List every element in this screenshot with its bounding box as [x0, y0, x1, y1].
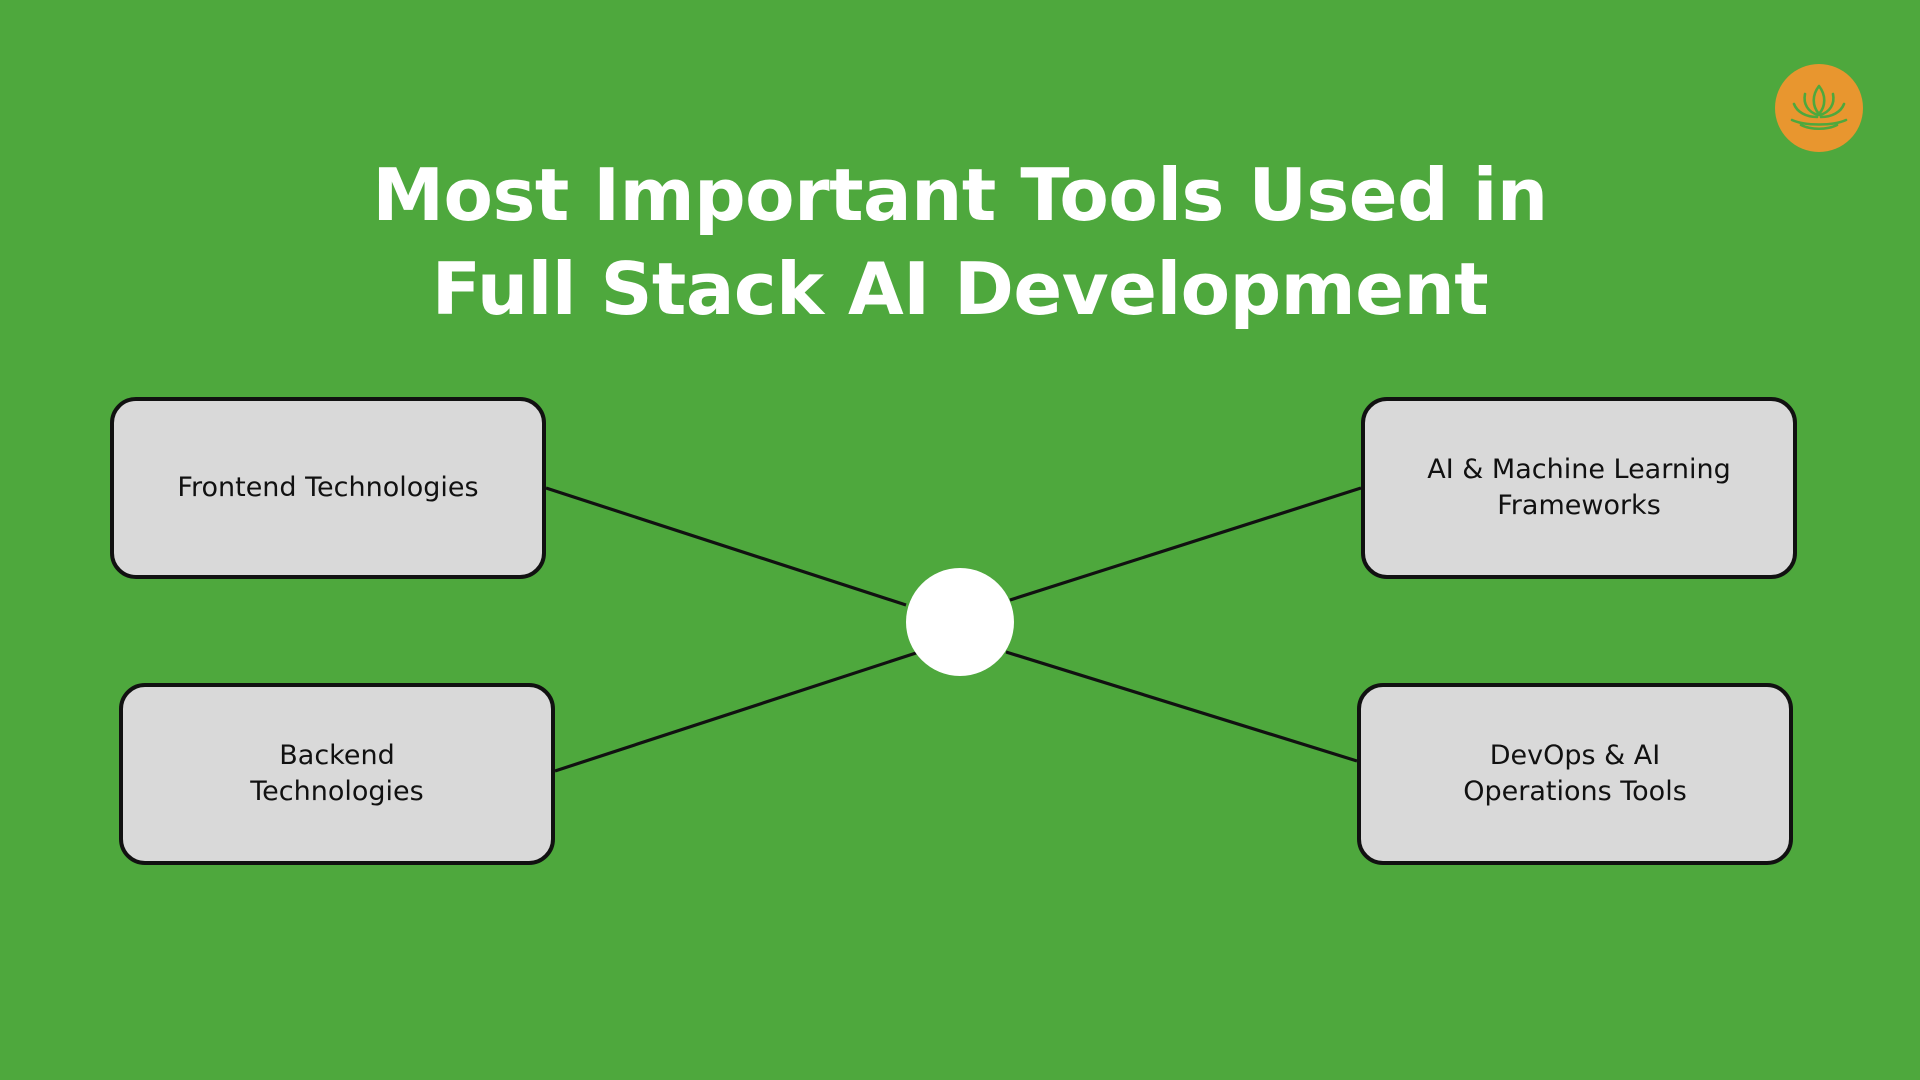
connector-frontend — [545, 486, 907, 607]
node-label: Backend Technologies — [250, 740, 424, 807]
diagram-title: Most Important Tools Used in Full Stack … — [372, 153, 1548, 331]
central-hub-circle — [906, 568, 1014, 676]
node-label: AI & Machine Learning Frameworks — [1427, 454, 1731, 521]
connector-devops — [1005, 650, 1358, 763]
node-backend-technologies: Backend Technologies — [119, 683, 555, 865]
node-label: DevOps & AI Operations Tools — [1463, 740, 1687, 807]
node-ai-ml-frameworks: AI & Machine Learning Frameworks — [1361, 397, 1797, 579]
connector-ai-ml — [1009, 486, 1362, 602]
node-frontend-technologies: Frontend Technologies — [110, 397, 546, 579]
node-devops-ai-operations-tools: DevOps & AI Operations Tools — [1357, 683, 1793, 865]
node-label: Frontend Technologies — [177, 472, 479, 503]
connector-backend — [554, 651, 917, 773]
lotus-icon — [1775, 64, 1863, 152]
